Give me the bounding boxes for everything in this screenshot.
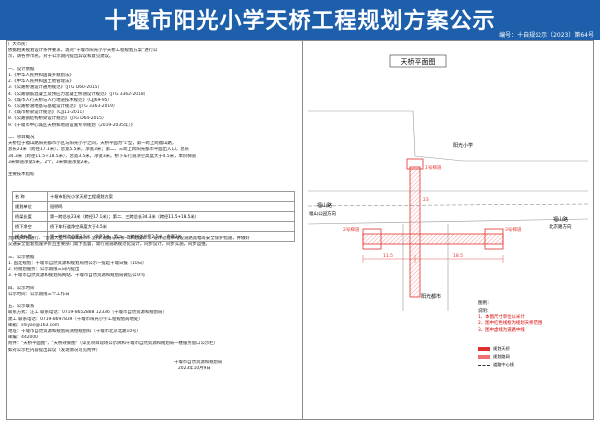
page-header: 十堰市阳光小学天桥工程规划方案公示 编号：十自规公示〔2023〕第64号	[0, 0, 600, 40]
overview-line: 天桥位于福山路阳光都市小区与阳光小学之间，天桥平面为“L”型，第一跨上跨福山路，	[8, 141, 177, 147]
dim-b: 18.5	[453, 253, 463, 259]
fushan-road-east-sub: 北京路方向	[549, 223, 572, 230]
design-basis-item: 9.《十堰市中心城区天桥和地道设施专项规划（2019-2035年）》	[8, 122, 135, 128]
bottom-area-label: 阳光都市	[421, 293, 441, 300]
design-basis-item: 2.《中华人民共和国土地管理法》	[8, 79, 74, 85]
publicity-heading: 四、公示时间	[8, 285, 35, 291]
contact-tip: 如对公示栏内容提出异议（发现情况可见附件）	[8, 347, 101, 353]
bridge-plan-drawing: 天桥平面图 阳光小学 福山路 福山公园方向 福山路 北京路方向 阳光都市 1号梯…	[307, 54, 589, 311]
basis-heading: 三、公示依据	[8, 254, 35, 260]
basis-item: 2. 待规划服务：公示期限三日内提出	[8, 267, 80, 273]
intro-line: 依据相关规划设计条件要求，现对“十堰市阳光小学天桥工程规划方案”进行公	[8, 48, 158, 54]
sign-date: 2023年10月9日	[178, 366, 211, 372]
planned-bridge	[362, 158, 504, 298]
legend-swatch	[478, 347, 490, 351]
design-basis-item: 3.《公路桥涵设计通用规范》（JTG D60-2015）	[8, 85, 102, 91]
intro-line: 广大市民：	[8, 42, 30, 47]
table-value: 第一跨梯道总宽3.5米、净宽3米，第二、三跨梯道总宽2.5米、净宽2米	[47, 231, 295, 242]
fushan-road-west-label: 福山路	[317, 202, 332, 209]
legend-swatch	[478, 364, 490, 366]
basis-item: 3. 十堰市自然资源和规划局网站、十堰市自然资源和规划局微信公众号	[8, 273, 146, 279]
stair-1-label: 1号梯道	[425, 164, 442, 171]
dim-a: 11.5	[383, 253, 393, 259]
legend-swatch	[478, 355, 490, 359]
table-key: 桥下净空	[12, 221, 48, 232]
stair-2-label: 2号梯道	[343, 226, 360, 233]
design-basis-item: 8.《公路钢结构桥梁设计规范》（JTG D64-2015）	[8, 116, 107, 122]
design-basis-item: 6.《公路桥涵地基与基础设计规范》（JTG 3363-2019）	[8, 104, 118, 110]
table-key: 名 称	[12, 191, 48, 202]
plan-title: 天桥平面图	[401, 57, 436, 66]
contact-mail: 邮箱：shiyan@163.com	[8, 322, 60, 328]
contact-tip: 附件："天桥平面图"，"天桥效果图"（详见项目现场公示牌和十堰市自然资源和规划局…	[8, 341, 219, 347]
design-basis-item: 7.《城市桥梁设计规范》（CJJ11-2011）	[8, 110, 87, 116]
note-line: 2、图中红色线框为规划天桥范围	[478, 321, 543, 327]
bridge-span-vertical	[409, 166, 421, 298]
announcement-text-lower: 为保证市民通行、“营造大型”、海绵城市、坚持“道路与天桥一体化设计”，设计过程中…	[8, 236, 301, 416]
contact-heading: 五、公示联系	[8, 304, 35, 310]
contact-address: 地址：十堰市自然资源和规划局测绘规划科（十堰市北京北路10号）	[8, 329, 141, 335]
legend-item: 道路中心线	[478, 362, 514, 368]
table-row: 梯道布置 第一跨梯道总宽3.5米、净宽3米，第二、三跨梯道总宽2.5米、净宽2米	[12, 231, 295, 242]
announcement-text: 广大市民： 依据相关规划设计条件要求，现对“十堰市阳光小学天桥工程规划方案”进行…	[8, 42, 301, 416]
legend-item: 规划天桥	[478, 346, 510, 352]
table-value: 桥下车行道净空高度大于4.5米	[47, 221, 295, 232]
table-row: 规划单位 阳明鸣	[12, 201, 295, 212]
stair-top	[406, 158, 424, 170]
note-line: 1、本图尺寸单位以米计	[478, 315, 525, 321]
plan-notes: 说明： 1、本图尺寸单位以米计 2、图中红色线框为规划天桥范围 3、图中虚线为道…	[478, 309, 542, 334]
table-row: 桥梁长度 第一跨总长23米（跨径17.1米）；第二、三跨总长34.3米（跨径11…	[12, 211, 295, 222]
table-value: 十堰市阳光小学天桥工程规划方案	[47, 191, 295, 202]
overview-heading: 二、项目概况	[8, 135, 35, 141]
page-title: 十堰市阳光小学天桥工程规划方案公示	[104, 9, 496, 34]
legend-title: 图例：	[478, 299, 492, 306]
school-label: 阳光小学	[453, 142, 473, 149]
stair-right	[484, 228, 504, 250]
overview-line: 34.3米（跨径11.5+18.5米），总宽3.5米，净宽3米。桥下车行道净空高…	[8, 153, 197, 159]
fushan-road-east-label: 福山路	[553, 216, 568, 223]
dim-c: 23	[423, 197, 429, 203]
plan-title-box	[389, 54, 447, 68]
indicators-table: 名 称 十堰市阳光小学天桥工程规划方案 规划单位 阳明鸣 桥梁长度 第一跨总长2…	[12, 191, 295, 242]
basis-item: 1. 固定规划：十堰市自然资源和规划局用公示一提起十堰日报（10日）	[8, 260, 147, 266]
design-basis-item: 5.《城市人行天桥与人行地道技术规范》（CJJ69-95）	[8, 97, 112, 103]
stair-3-label: 3号梯道	[505, 226, 522, 233]
contact-unit: 联系方式：汪工 联系电话：0719-8652888 12336（十堰市自然资源和…	[8, 310, 167, 316]
overview-line: 3米梯道净宽5米，2个，3米梯道净宽2米。	[8, 159, 93, 165]
intro-line: 示，请各界市民，对于公示期内提出异议和意见建议。	[8, 54, 114, 60]
bridge-span-horizontal	[362, 233, 504, 245]
note-line: 3、图中虚线为道路中线	[478, 327, 525, 333]
content-frame	[6, 40, 594, 420]
design-basis-item: 1.《中华人民共和国城乡规划法》	[8, 73, 74, 79]
stair-left	[362, 228, 382, 250]
design-basis-heading: 一、设计依据	[8, 66, 35, 72]
road-edge	[307, 218, 589, 225]
table-row: 桥下净空 桥下车行道净空高度大于4.5米	[12, 221, 295, 232]
overview-line: 总长23米（跨径17.1米），总宽5.5米，净宽3米；第二、三跨上跨阳光都市平面…	[8, 147, 190, 153]
design-basis-item: 4.《公路钢筋混凝土及预应力混凝土桥涵设计规范》（JTG 3362-2018）	[8, 91, 149, 97]
table-value: 阳明鸣	[47, 201, 295, 212]
table-key: 桥梁长度	[12, 211, 48, 222]
legend-item: 规划路网	[478, 354, 510, 360]
sign-org: 十堰市自然资源和规划局	[174, 360, 223, 366]
table-value: 第一跨总长23米（跨径17.1米）；第二、三跨总长34.3米（跨径11.5+18…	[47, 211, 295, 222]
column-divider	[302, 40, 303, 420]
indicators-note: 交通安全配套措施评价且主要部门需予监督，需行道道路规范化设计。同步设计，同步实施…	[8, 242, 210, 248]
contact-unit: 建工 联系电话：0719-8697839（十堰市阳光小学工程规划局地处）	[8, 316, 143, 322]
document-number: 编号：十自规公示〔2023〕第64号	[499, 32, 594, 39]
table-key: 规划单位	[12, 201, 48, 212]
legend-label: 规划路网	[493, 354, 510, 359]
fushan-road-west-sub: 福山公园方向	[309, 210, 336, 217]
road-centerline	[307, 203, 589, 207]
notes-heading: 说明：	[478, 309, 492, 314]
contact-zip: 邮编：442000	[8, 335, 38, 341]
road-edge	[308, 110, 588, 162]
legend-label: 道路中心线	[493, 362, 514, 367]
indicators-heading: 主要技术指标	[8, 172, 35, 178]
publicity-period: 公示时间：公示期限三个工作日	[8, 291, 70, 297]
legend-label: 规划天桥	[493, 346, 510, 351]
indicators-note: 为保证市民通行、“营造大型”、海绵城市、坚持“道路与天桥一体化设计”，设计过程中…	[8, 236, 250, 241]
table-row: 名 称 十堰市阳光小学天桥工程规划方案	[12, 191, 295, 202]
